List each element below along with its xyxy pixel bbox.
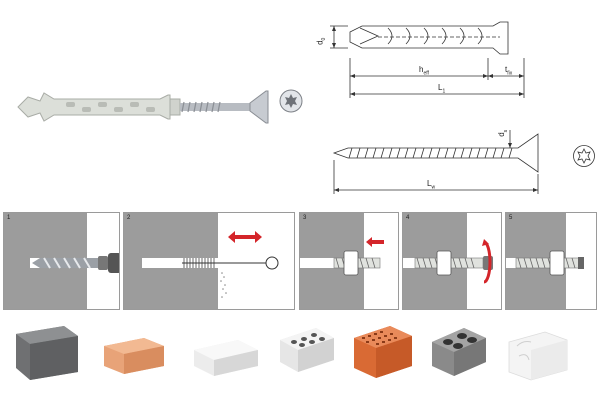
step-number: 5 bbox=[509, 215, 513, 221]
insert-anchor-icon bbox=[300, 250, 381, 276]
l1-label: L1 bbox=[438, 83, 446, 95]
step-number: 4 bbox=[406, 215, 410, 221]
concrete-block-icon bbox=[16, 326, 78, 380]
aerated-concrete-block-icon bbox=[194, 340, 258, 376]
hole-cleaning-brush-icon bbox=[142, 256, 279, 298]
d0-label: d0 bbox=[315, 37, 327, 45]
rotation-arrow-icon bbox=[482, 239, 492, 284]
install-step-2: 2 bbox=[123, 212, 295, 310]
anchor-dimension-drawing bbox=[330, 21, 525, 98]
double-arrow-icon bbox=[228, 231, 262, 243]
lw-label: Lw bbox=[427, 179, 436, 191]
install-step-4: 4 bbox=[402, 212, 502, 310]
torx-drive-icon bbox=[573, 145, 595, 167]
hef-label: heff bbox=[419, 65, 429, 77]
step-number: 1 bbox=[7, 215, 11, 221]
push-arrow-icon bbox=[366, 237, 384, 247]
drill-bit-icon bbox=[30, 253, 119, 273]
install-step-5: 5 bbox=[505, 212, 597, 310]
ds-label: ds bbox=[497, 129, 509, 137]
solid-brick-icon bbox=[104, 338, 164, 374]
perforated-sand-lime-brick-icon bbox=[280, 328, 334, 372]
installed-anchor-icon bbox=[506, 250, 584, 276]
install-step-3: 3 bbox=[299, 212, 399, 310]
hollow-white-block-icon bbox=[508, 331, 568, 381]
torx-head-icon bbox=[279, 89, 303, 113]
hollow-concrete-block-icon bbox=[432, 328, 486, 376]
screw-dimension-drawing bbox=[332, 130, 539, 194]
install-step-1: 1 bbox=[3, 212, 120, 310]
hollow-clay-block-icon bbox=[354, 326, 412, 378]
tfix-label: tfix bbox=[505, 65, 513, 77]
step-number: 2 bbox=[127, 215, 131, 221]
frame-anchor-photo bbox=[17, 90, 269, 124]
step-number: 3 bbox=[303, 215, 307, 221]
